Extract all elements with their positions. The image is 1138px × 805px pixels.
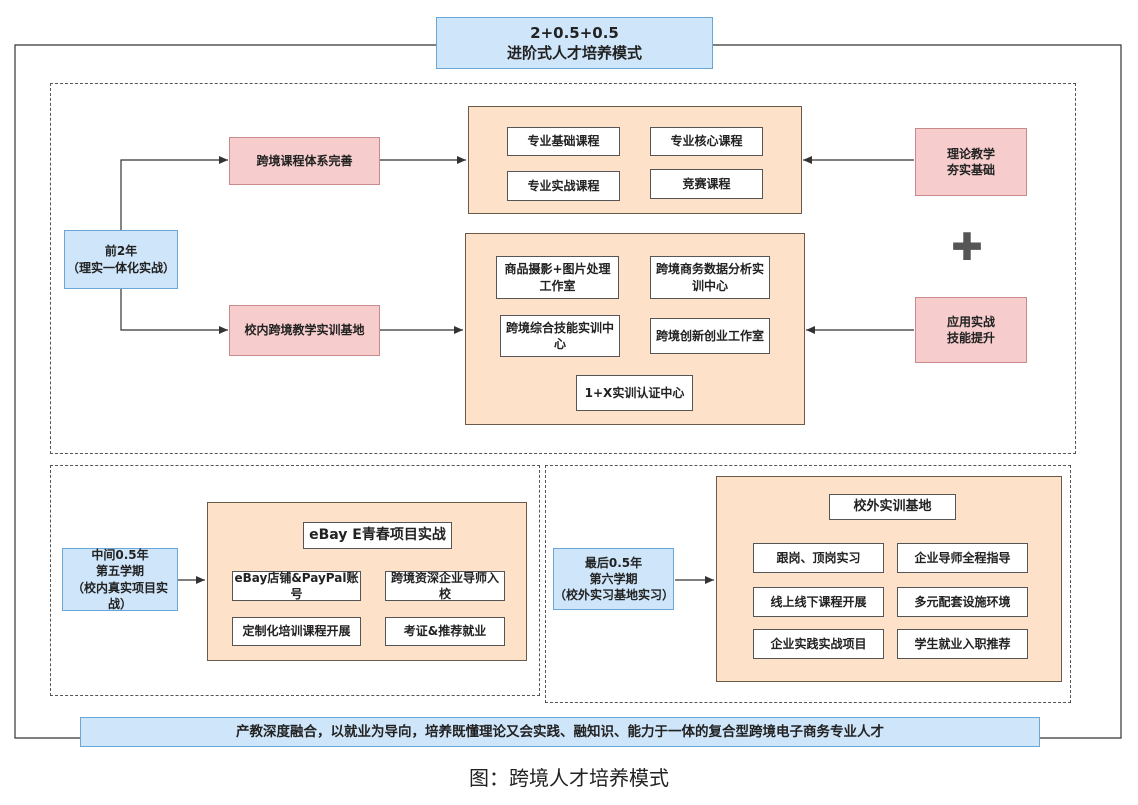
phase1-box: 前2年 （理实一体化实战） xyxy=(64,230,178,289)
course-basic: 专业基础课程 xyxy=(507,127,620,156)
title-line1: 2+0.5+0.5 xyxy=(530,23,619,42)
bottom-banner: 产教深度融合，以就业为导向，培养既懂理论又会实践、融知识、能力于一体的复合型跨境… xyxy=(80,717,1040,747)
course-core: 专业核心课程 xyxy=(650,127,763,156)
center-skills: 跨境综合技能实训中 心 xyxy=(500,315,620,357)
external-item-internship: 跟岗、顶岗实习 xyxy=(753,543,884,573)
phase3-box: 最后0.5年 第六学期 （校外实习基地实习） xyxy=(553,548,674,610)
frame-line-top-left xyxy=(14,44,436,739)
external-item-courses: 线上线下课程开展 xyxy=(753,587,884,617)
center-photo: 商品摄影+图片处理 工作室 xyxy=(496,256,619,299)
ebay-item-account: eBay店铺&PayPal账号 xyxy=(232,571,361,601)
arrow-phase1-to-course xyxy=(120,156,228,230)
middle-dashed-group xyxy=(50,465,540,696)
course-competition: 竞赛课程 xyxy=(650,169,763,199)
frame-line-top-right xyxy=(713,44,1122,739)
ebay-item-training: 定制化培训课程开展 xyxy=(232,617,361,646)
external-base-title: 校外实训基地 xyxy=(829,494,956,520)
theory-box: 理论教学 夯实基础 xyxy=(915,128,1027,196)
campus-base-box: 校内跨境教学实训基地 xyxy=(229,305,380,356)
course-practice: 专业实战课程 xyxy=(507,171,620,201)
plus-icon: ✚ xyxy=(951,225,983,270)
top-dashed-group xyxy=(50,83,1076,454)
title-box: 2+0.5+0.5 进阶式人才培养模式 xyxy=(436,17,713,69)
phase2-box: 中间0.5年 第五学期 （校内真实项目实战） xyxy=(62,548,178,611)
final-dashed-group xyxy=(545,465,1071,703)
center-data: 跨境商务数据分析实 训中心 xyxy=(650,256,770,299)
center-innovation: 跨境创新创业工作室 xyxy=(650,318,770,354)
ebay-project-title: eBay E青春项目实战 xyxy=(303,522,452,549)
center-1x: 1+X实训认证中心 xyxy=(576,375,693,411)
title-line2: 进阶式人才培养模式 xyxy=(506,44,642,62)
figure-caption: 图：跨境人才培养模式 xyxy=(469,765,669,790)
external-item-facilities: 多元配套设施环境 xyxy=(897,587,1028,617)
practice-box: 应用实战 技能提升 xyxy=(915,297,1027,363)
external-item-employment: 学生就业入职推荐 xyxy=(897,629,1028,659)
external-item-projects: 企业实践实战项目 xyxy=(753,629,884,659)
course-system-box: 跨境课程体系完善 xyxy=(229,137,380,185)
ebay-item-mentor: 跨境资深企业导师入校 xyxy=(385,571,505,601)
ebay-item-certification: 考证&推荐就业 xyxy=(385,617,505,646)
external-item-mentor: 企业导师全程指导 xyxy=(897,543,1028,573)
arrow-phase1-to-base xyxy=(120,288,228,334)
